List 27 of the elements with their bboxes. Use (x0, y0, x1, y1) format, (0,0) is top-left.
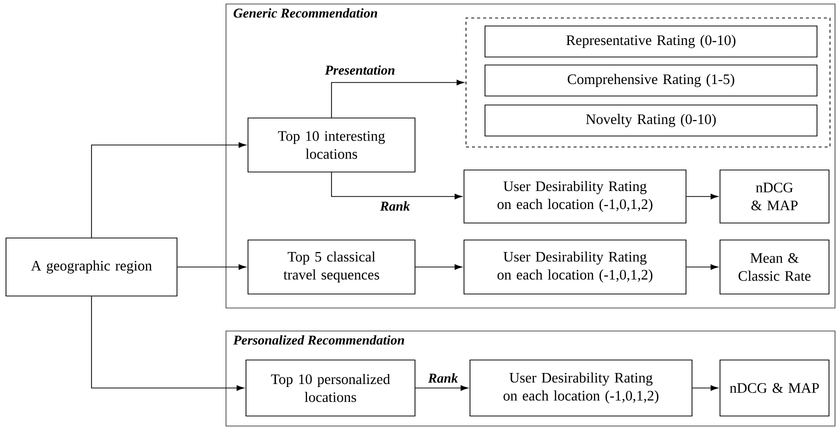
arrow (415, 385, 468, 391)
edge-label: Presentation (324, 64, 396, 76)
process-box: User Desirability Rating on each location (-1,0,1,2) (464, 240, 686, 294)
arrow (177, 264, 246, 270)
process-box: A geographic region (6, 238, 178, 296)
process-box: User Desirability Rating on each location (-1,0,1,2) (464, 170, 686, 224)
process-box: User Desirability Rating on each location (-1,0,1,2) (470, 360, 692, 416)
process-box: Top 10 interesting locations (248, 118, 416, 172)
process-box: Mean & Classic Rate (720, 240, 830, 294)
arrow (692, 385, 718, 391)
arrow (331, 80, 464, 118)
edge-label: Rank (379, 200, 411, 212)
dashed-group-box (466, 18, 830, 148)
arrow (415, 264, 462, 270)
process-box: Top 10 personalized locations (246, 360, 416, 416)
process-box: Novelty Rating (0-10) (484, 104, 818, 136)
process-box: nDCG & MAP (720, 360, 830, 416)
edge-label: Rank (427, 372, 459, 384)
arrow (686, 194, 718, 200)
process-box: Representative Rating (0-10) (484, 26, 818, 58)
arrow (686, 264, 718, 270)
process-box: nDCG & MAP (720, 170, 830, 224)
process-box: Comprehensive Rating (1-5) (484, 64, 818, 96)
process-box: Top 5 classical travel sequences (248, 240, 416, 294)
arrow (91, 142, 246, 238)
arrow (91, 296, 244, 391)
arrow (331, 172, 462, 200)
